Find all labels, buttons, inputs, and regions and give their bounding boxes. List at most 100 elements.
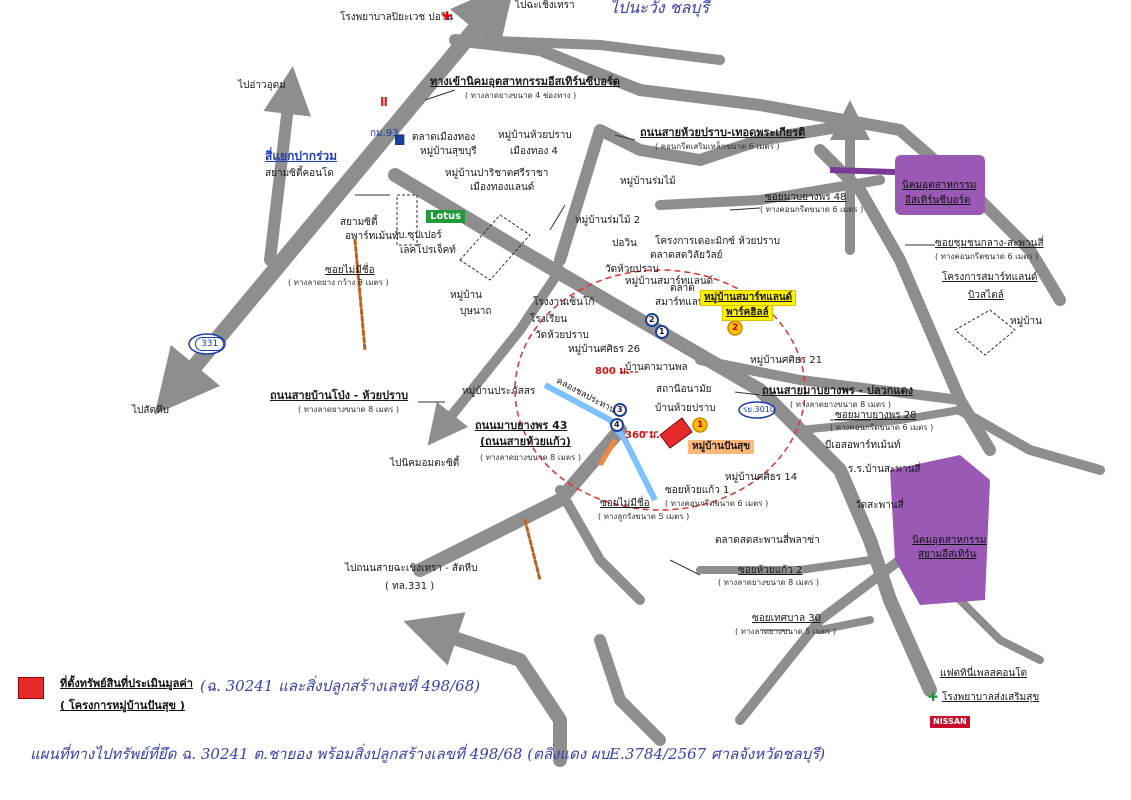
marker-number-2: 2 <box>649 315 655 324</box>
legend-title: ที่ตั้งทรัพย์สินที่ประเมินมูลค่า <box>60 677 193 690</box>
legend-site-swatch <box>18 677 44 699</box>
label-village-bu-sanao: หมู่บ้าน <box>450 290 482 301</box>
label-factory: โรงงานเซ็นโก้ <box>533 297 595 308</box>
road-right-edge <box>955 405 1105 475</box>
lotus-store-logo: Lotus <box>426 210 466 223</box>
number-markers <box>610 313 743 433</box>
marker-number-3: 3 <box>617 405 623 414</box>
label-industrial-siam2: สยามอีสเทิร์น <box>918 549 977 560</box>
road-soi-huai-kaew2 <box>696 556 874 574</box>
label-road-huai-prap-thet: ถนนสายห้วยปราบ-เทอดพระเกียรติ <box>640 126 806 139</box>
label-soi48-sub: ( ทางคอนกรีตขนาด 6 เมตร ) <box>760 205 864 214</box>
label-soi-no-name-left-sub: ( ทางลาดยาง กว้าง 8 เมตร ) <box>288 278 389 287</box>
label-village-rom-mai: หมู่บ้านร่มไม้ <box>620 176 676 187</box>
road-huai-prap-thet <box>554 119 856 266</box>
label-road-map-yang-phak: ถนนสายมาบยางพร - ปลวกแดง <box>762 384 913 397</box>
label-mueang-thong4: เมืองทอง 4 <box>510 146 558 157</box>
road-bottom-2 <box>594 634 666 746</box>
label-smart-land-project: โครงการสมาร์ทแลนด์ <box>942 272 1038 283</box>
label-soi-huai-kaew2: ซอยห้วยแก้ว 2 <box>738 565 803 576</box>
label-to-sattahip: ไปสัตหีบ <box>132 405 169 416</box>
label-village-right: หมู่บ้าน <box>1010 316 1042 327</box>
marker-number-1b: 1 <box>697 420 704 430</box>
label-hospital-top: โรงพยาบาลปิยะเวช ปอวิน <box>340 12 454 23</box>
market-icon: ▆ <box>395 131 405 145</box>
siam-city-area <box>396 194 418 246</box>
label-mueang-thong-land: เมืองทองแลนด์ <box>470 182 535 193</box>
label-village-smart-land-park: หมู่บ้านสมาร์ทแลนด์ <box>700 290 797 306</box>
label-lace-project: เลคโปรเจ็คท์ <box>400 245 456 256</box>
label-market: ตลาด <box>670 283 695 294</box>
label-road-map-yang-43: ถนนมาบยางพร 43 <box>475 419 568 432</box>
label-road-huai-kaew-sub: ( ทางลาดยางขนาด 8 เมตร ) <box>480 453 581 462</box>
label-village-huai-prap2: บ้านห้วยปราบ <box>655 403 716 414</box>
road-top-branch <box>465 35 725 65</box>
label-industrial-entrance: ทางเข้านิคมอุตสาหกรรมอีสเทิร์นซีบอร์ด <box>430 75 620 88</box>
label-distance-800: 800 ม. <box>595 366 630 377</box>
label-supermarket: บ.ซุปเปอร์ <box>398 230 442 241</box>
label-soi-chumchon: ซอยชุมชนกลาง-สะพานสี่ <box>935 238 1044 249</box>
road-map-yang-phak <box>695 355 965 405</box>
label-village-huai-prap: หมู่บ้านห้วยปราบ <box>498 130 572 141</box>
label-top-right-road: ไปฉะเชิงเทรา <box>515 0 575 11</box>
label-health-station: สถานีอนามัย <box>656 384 712 395</box>
label-siam-city: สยามซิตี้คอนโด <box>265 168 334 179</box>
label-village-smart-land: หมู่บ้านสมาร์ทแลนด์ <box>625 276 714 287</box>
label-condo-saphan: แฟตทินี่เพลสคอนโด <box>940 668 1028 679</box>
label-soi-no-name2: ซอยไม่มีชื่อ <box>600 498 650 509</box>
road-to-ao-udom <box>263 66 312 266</box>
marker-number-1: 1 <box>659 327 665 336</box>
label-soi-chumchon-sub: ( ทางคอนกรีตขนาด 6 เมตร ) <box>935 252 1039 261</box>
label-to-road-331: ไปถนนสายฉะเชิงเทรา - สัตหีบ <box>345 563 478 574</box>
label-route-3010: รย.3010 <box>743 405 775 414</box>
label-bis-style: บิวสไตล์ <box>968 290 1004 301</box>
soi-no-name-left <box>353 238 367 352</box>
label-village-panfan: หมู่บ้านปันสุข <box>688 440 755 454</box>
road-soi-thet30 <box>816 616 874 634</box>
label-market-sawat: ตลาดสดวิลัยวัลย์ <box>650 250 723 261</box>
road-huai-kaew <box>413 423 627 577</box>
label-industrial-eastern: นิคมอุตสาหกรรม <box>902 180 977 191</box>
label-village-parichat: หมู่บ้านปาริชาตศรีราชา <box>445 168 549 179</box>
leader-lines <box>355 89 935 631</box>
label-soi-huai-kaew1-sub: ( ทางคอนกรีตขนาด 6 เมตร ) <box>665 499 769 508</box>
label-village-sin26: หมู่บ้านศศิธร 26 <box>568 344 641 355</box>
handwriting-legend-note: (ฉ. 30241 และสิ่งปลูกสร้างเลขที่ 498/68) <box>200 677 481 695</box>
label-nissan: NISSAN <box>930 716 970 728</box>
industrial-siam-eastern <box>890 455 990 605</box>
road-bottom-3 <box>735 555 905 725</box>
label-village-sin21: หมู่บ้านศศิธร 21 <box>750 355 823 366</box>
highway-331 <box>154 0 516 415</box>
label-soi-huai-kaew2-sub: ( ทางลาดยางขนาด 8 เมตร ) <box>718 578 819 587</box>
label-village-sin14: หมู่บ้านศศิธร 14 <box>725 472 798 483</box>
label-school-ban-saphan: ร.ร.บ้านสะพานสี่ <box>848 464 921 475</box>
label-wat-huai-prap: วัดห้วยปราบ <box>535 330 589 341</box>
purple-link <box>829 167 896 175</box>
label-road-huai-prap-thet-sub: ( คอนกรีตเสริมเหล็กขนาด 6 เมตร ) <box>655 142 780 151</box>
label-km93: กม.93 <box>370 128 399 139</box>
label-siam-city-apt: สยามซิตี้ <box>340 217 378 228</box>
traffic-sign-icon: Ⅱ <box>380 95 388 109</box>
label-village-nong-pol: บ้านตามานพล <box>625 362 688 373</box>
label-to-nikhom: ไปนิคมอมตะซิตี้ <box>390 458 460 469</box>
label-junction: สี่แยกปากร่วม <box>265 149 338 163</box>
road-soi48 <box>655 175 885 210</box>
label-distance-360: 360 ม. <box>625 430 660 441</box>
label-market-mueang-thong: ตลาดเมืองทอง <box>412 132 476 143</box>
label-market-saphan: ตลาดสดสะพานสี่พลาซ่า <box>715 535 820 546</box>
soi-brown-bottom <box>523 518 542 582</box>
road-soi28 <box>796 406 964 434</box>
handwriting-top: ไปนะวัง ชลบุรี <box>610 0 710 17</box>
soi-orange <box>597 438 618 467</box>
legend-subtitle: ( โครงการหมู่บ้านปันสุข ) <box>60 699 185 712</box>
label-hospital-bottom: โรงพยาบาลส่งเสริมสุข <box>942 692 1040 703</box>
label-route-331: 331 <box>195 337 225 351</box>
label-apartment-es: บีเอสอพาร์ทเม้นท์ <box>825 440 901 451</box>
label-soi-thet30-sub: ( ทางลาดยางขนาด 5 เมตร ) <box>735 627 836 636</box>
label-pawin: ปอวิน <box>612 238 637 249</box>
label-soi28: ซอยมาบยางพร 28 <box>835 410 917 421</box>
label-road-huai-kaew: (ถนนสายห้วยแก้ว) <box>480 435 571 448</box>
label-park-hill: พาร์คฮิลล์ <box>722 305 773 321</box>
handwriting-bottom-note: แผนที่ทางไปทรัพย์ที่ยึด ฉ. 30241 ต.ชายอง… <box>30 745 826 763</box>
label-soi-no-name-left: ซอยไม่มีชื่อ <box>325 265 375 276</box>
